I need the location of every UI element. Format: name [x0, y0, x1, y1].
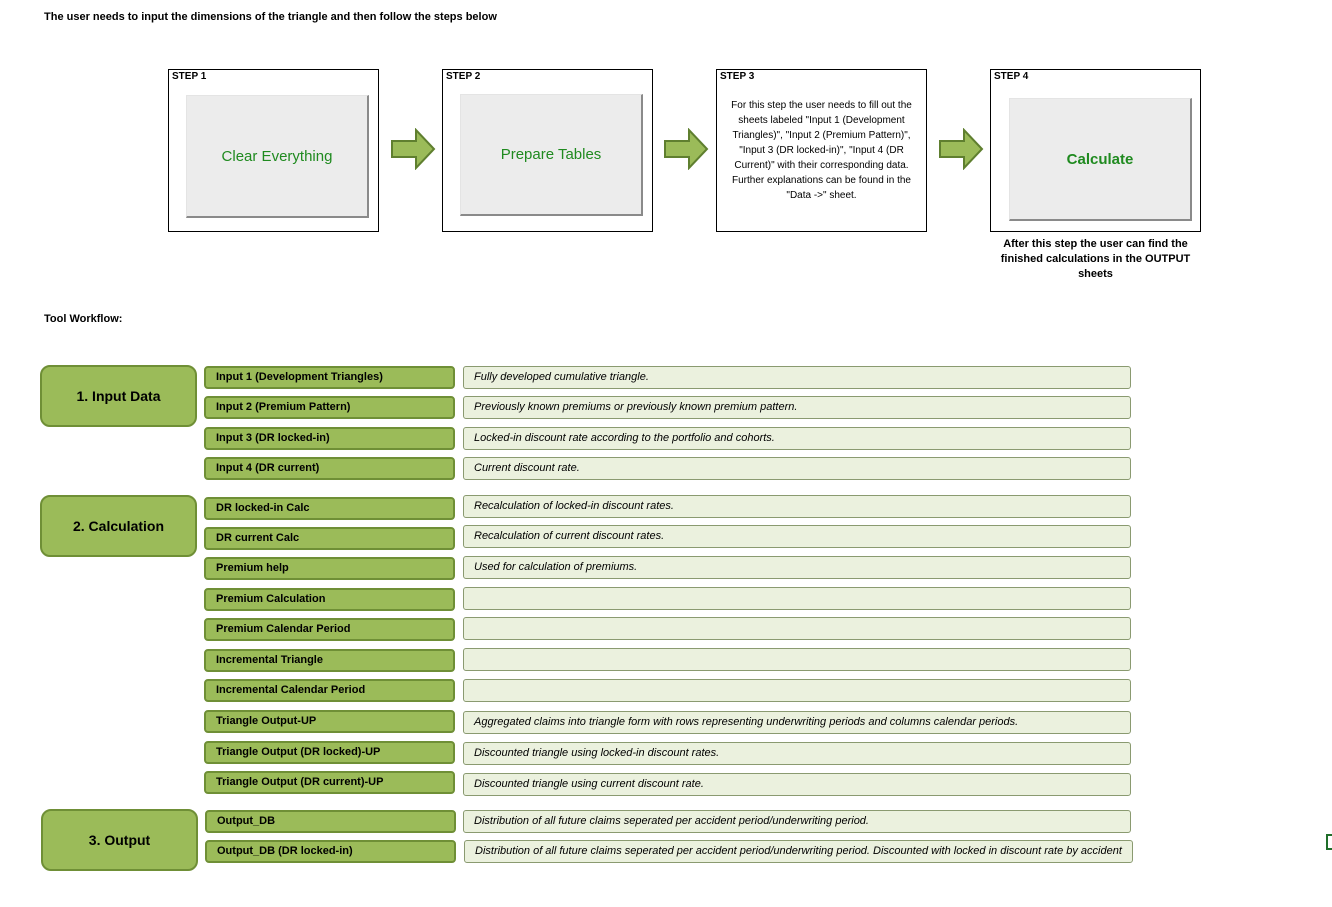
category-output[interactable]: 3. Output: [41, 809, 198, 871]
sheet-link[interactable]: Input 4 (DR current): [204, 457, 455, 480]
step-2-box: STEP 2 Prepare Tables: [442, 69, 653, 232]
category-calculation[interactable]: 2. Calculation: [40, 495, 197, 557]
sheet-description: Recalculation of locked-in discount rate…: [463, 495, 1131, 518]
sheet-link[interactable]: Output_DB (DR locked-in): [205, 840, 456, 863]
clear-everything-button[interactable]: Clear Everything: [186, 95, 369, 218]
cell-selection-edge[interactable]: [1326, 834, 1332, 850]
sheet-link[interactable]: Input 2 (Premium Pattern): [204, 396, 455, 419]
sheet-description: Fully developed cumulative triangle.: [463, 366, 1131, 389]
step-4-title: STEP 4: [994, 71, 1029, 82]
right-arrow-icon: [939, 128, 984, 170]
sheet-link[interactable]: Output_DB: [205, 810, 456, 833]
sheet-link[interactable]: Incremental Calendar Period: [204, 679, 455, 702]
sheet-link[interactable]: DR locked-in Calc: [204, 497, 455, 520]
sheet-description: Locked-in discount rate according to the…: [463, 427, 1131, 450]
sheet-description: [463, 587, 1131, 610]
sheet-link[interactable]: Triangle Output (DR locked)-UP: [204, 741, 455, 764]
sheet-link[interactable]: Premium Calendar Period: [204, 618, 455, 641]
sheet-description: Recalculation of current discount rates.: [463, 525, 1131, 548]
sheet-description: [463, 617, 1131, 640]
sheet-description: Discounted triangle using locked-in disc…: [463, 742, 1131, 765]
sheet-description: Previously known premiums or previously …: [463, 396, 1131, 419]
category-input-data[interactable]: 1. Input Data: [40, 365, 197, 427]
right-arrow-icon: [664, 128, 709, 170]
sheet-link[interactable]: Triangle Output-UP: [204, 710, 455, 733]
step-3-title: STEP 3: [720, 71, 755, 82]
sheet-description: [463, 679, 1131, 702]
sheet-description: [463, 648, 1131, 671]
sheet-link[interactable]: Premium Calculation: [204, 588, 455, 611]
sheet-link[interactable]: DR current Calc: [204, 527, 455, 550]
sheet-description: Used for calculation of premiums.: [463, 556, 1131, 579]
intro-text: The user needs to input the dimensions o…: [44, 11, 497, 23]
sheet-description: Current discount rate.: [463, 457, 1131, 480]
step-2-title: STEP 2: [446, 71, 481, 82]
step-4-box: STEP 4 Calculate: [990, 69, 1201, 232]
sheet-description: Distribution of all future claims sepera…: [464, 840, 1133, 863]
step-1-box: STEP 1 Clear Everything: [168, 69, 379, 232]
sheet-link[interactable]: Input 1 (Development Triangles): [204, 366, 455, 389]
workflow-label: Tool Workflow:: [44, 313, 123, 325]
step-3-box: STEP 3 For this step the user needs to f…: [716, 69, 927, 232]
prepare-tables-button[interactable]: Prepare Tables: [460, 94, 643, 216]
sheet-link[interactable]: Incremental Triangle: [204, 649, 455, 672]
right-arrow-icon: [391, 128, 436, 170]
sheet-link[interactable]: Premium help: [204, 557, 455, 580]
sheet-description: Distribution of all future claims sepera…: [463, 810, 1131, 833]
sheet-description: Discounted triangle using current discou…: [463, 773, 1131, 796]
after-step-4-note: After this step the user can find the fi…: [1000, 238, 1191, 280]
sheet-description: Aggregated claims into triangle form wit…: [463, 711, 1131, 734]
step-3-instructions: For this step the user needs to fill out…: [731, 100, 912, 201]
step-1-title: STEP 1: [172, 71, 207, 82]
sheet-link[interactable]: Input 3 (DR locked-in): [204, 427, 455, 450]
calculate-button[interactable]: Calculate: [1009, 98, 1192, 221]
sheet-link[interactable]: Triangle Output (DR current)-UP: [204, 771, 455, 794]
